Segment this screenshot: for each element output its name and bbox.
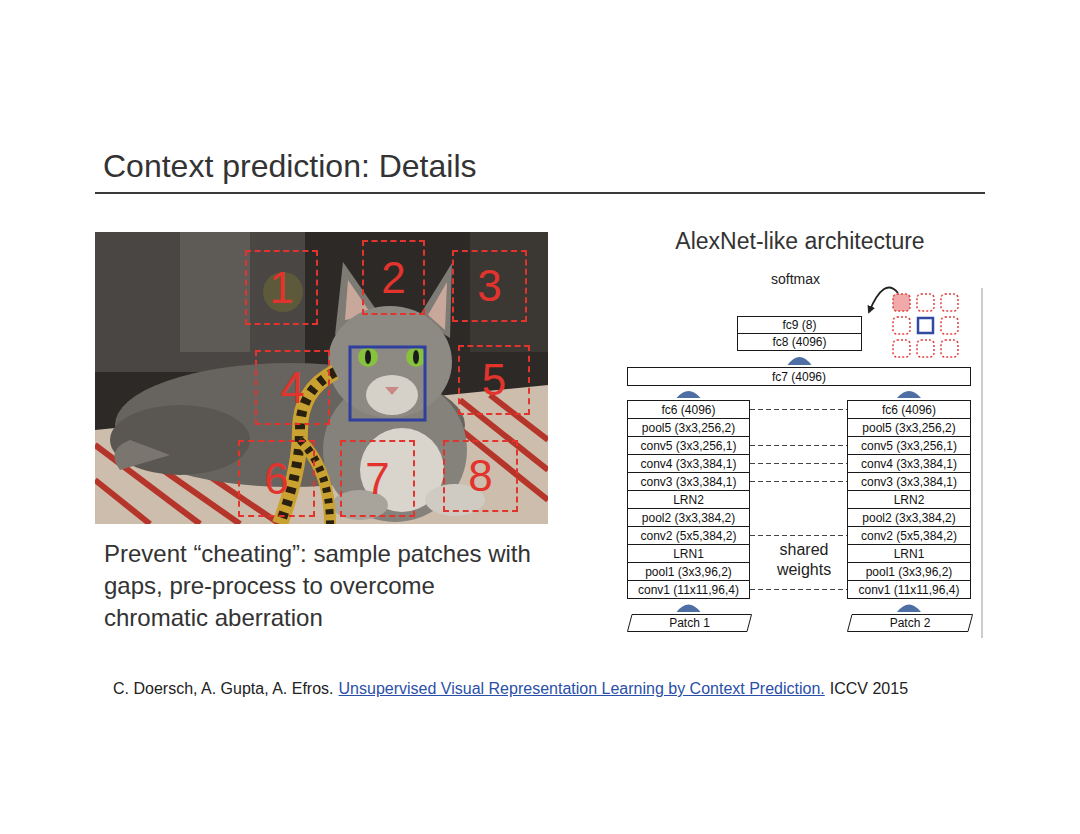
patch-box: 1 [245,250,318,325]
callout-number: 1 [269,266,293,310]
patch-box: 4 [255,350,330,425]
title-rule [95,192,985,194]
layer-box: fc8 (4096) [737,333,862,351]
layer-label: pool2 (3x3,384,2) [862,512,955,524]
layer-label: conv2 (5x5,384,2) [861,530,957,542]
citation-text: C. Doersch, A. Gupta, A. Efros. [113,680,334,698]
shared-weight-link [750,445,847,446]
callout-number: 8 [468,454,492,498]
layer-box: pool5 (3x3,256,2) [627,418,750,437]
layer-label: conv1 (11x11,96,4) [859,584,960,596]
layer-box: pool1 (3x3,96,2) [847,562,971,581]
softmax-arrow [869,288,898,312]
layer-label: LRN1 [673,548,704,560]
layer-label: LRN2 [673,494,704,506]
cat-photo [95,232,548,524]
layer-box: pool2 (3x3,384,2) [627,508,750,527]
layer-label: fc9 (8) [782,319,816,331]
layer-label: conv3 (3x3,384,1) [861,476,957,488]
citation-text: ICCV 2015 [830,680,908,698]
layer-label: fc6 (4096) [661,404,715,416]
shared-weight-link [750,409,847,410]
patch-box: 2 [362,240,425,315]
input-patch: Patch 1 [627,614,752,632]
layer-label: conv3 (3x3,384,1) [640,476,736,488]
shared-weight-link [750,535,847,536]
layer-box: conv3 (3x3,384,1) [627,472,750,491]
layer-label: Patch 2 [890,617,931,629]
layer-label: Patch 1 [669,617,710,629]
flow-arrow [788,357,812,365]
layer-label: pool5 (3x3,256,2) [642,422,735,434]
slide-title: Context prediction: Details [103,148,477,185]
flow-arrow [677,391,701,398]
layer-box: conv4 (3x3,384,1) [627,454,750,473]
layer-box: conv5 (3x3,256,1) [627,436,750,455]
layer-box: fc6 (4096) [627,400,750,419]
shared-weight-link [750,589,847,590]
layer-box: pool1 (3x3,96,2) [627,562,750,581]
layer-box: LRN1 [847,544,971,563]
layer-label: conv4 (3x3,384,1) [861,458,957,470]
callout-number: 4 [280,366,304,410]
layer-label: pool5 (3x3,256,2) [862,422,955,434]
layer-label: conv2 (5x5,384,2) [640,530,736,542]
layer-label: pool1 (3x3,96,2) [645,566,732,578]
shared-weight-link [750,481,847,482]
layer-box: LRN2 [627,490,750,509]
flow-arrow [897,391,921,398]
figure-edge [982,288,983,638]
center-patch [350,347,425,420]
layer-label: conv5 (3x3,256,1) [861,440,957,452]
flow-arrow [897,605,921,613]
layer-label: fc8 (4096) [772,336,826,348]
figure-heading: AlexNet-like architecture [630,228,970,255]
callout-number: 3 [477,264,501,308]
callout-number: 7 [365,457,389,501]
layer-box: LRN2 [847,490,971,509]
layer-box: conv5 (3x3,256,1) [847,436,971,455]
layer-label: conv1 (11x11,96,4) [638,584,739,596]
layer-box: fc9 (8) [737,316,862,334]
layer-label: fc6 (4096) [882,404,936,416]
callout-number: 2 [381,256,405,300]
layer-label: fc7 (4096) [772,371,826,383]
layer-box: conv1 (11x11,96,4) [847,580,971,599]
layer-label: conv5 (3x3,256,1) [640,440,736,452]
note-text: Prevent “cheating”: sample patches with … [104,538,544,634]
patch-box: 5 [458,345,530,415]
layer-label: LRN1 [894,548,925,560]
layer-label: pool2 (3x3,384,2) [642,512,735,524]
layer-box: fc7 (4096) [627,367,971,386]
layer-box: conv1 (11x11,96,4) [627,580,750,599]
callout-number: 6 [264,457,288,501]
layer-box: fc6 (4096) [847,400,971,419]
layer-label: pool1 (3x3,96,2) [866,566,953,578]
layer-label: LRN2 [894,494,925,506]
citation-link: Unsupervised Visual Representation Learn… [339,680,825,698]
layer-box: pool5 (3x3,256,2) [847,418,971,437]
layer-box: conv3 (3x3,384,1) [847,472,971,491]
grid-icon [893,294,958,357]
layer-box: LRN1 [627,544,750,563]
patch-box: 8 [443,440,518,512]
flow-arrow [677,605,701,613]
citation-line: C. Doersch, A. Gupta, A. Efros. Unsupervi… [113,680,908,698]
shared-weight-link [750,463,847,464]
softmax-label: softmax [771,271,820,287]
input-patch: Patch 2 [847,614,973,632]
layer-box: pool2 (3x3,384,2) [847,508,971,527]
callout-number: 5 [482,358,506,402]
patch-box: 3 [452,250,527,322]
layer-box: conv2 (5x5,384,2) [627,526,750,545]
layer-box: conv4 (3x3,384,1) [847,454,971,473]
shared-weights-label: shared weights [764,540,844,580]
patch-box: 6 [238,440,315,517]
layer-label: conv4 (3x3,384,1) [640,458,736,470]
layer-box: conv2 (5x5,384,2) [847,526,971,545]
patch-box: 7 [340,440,415,517]
